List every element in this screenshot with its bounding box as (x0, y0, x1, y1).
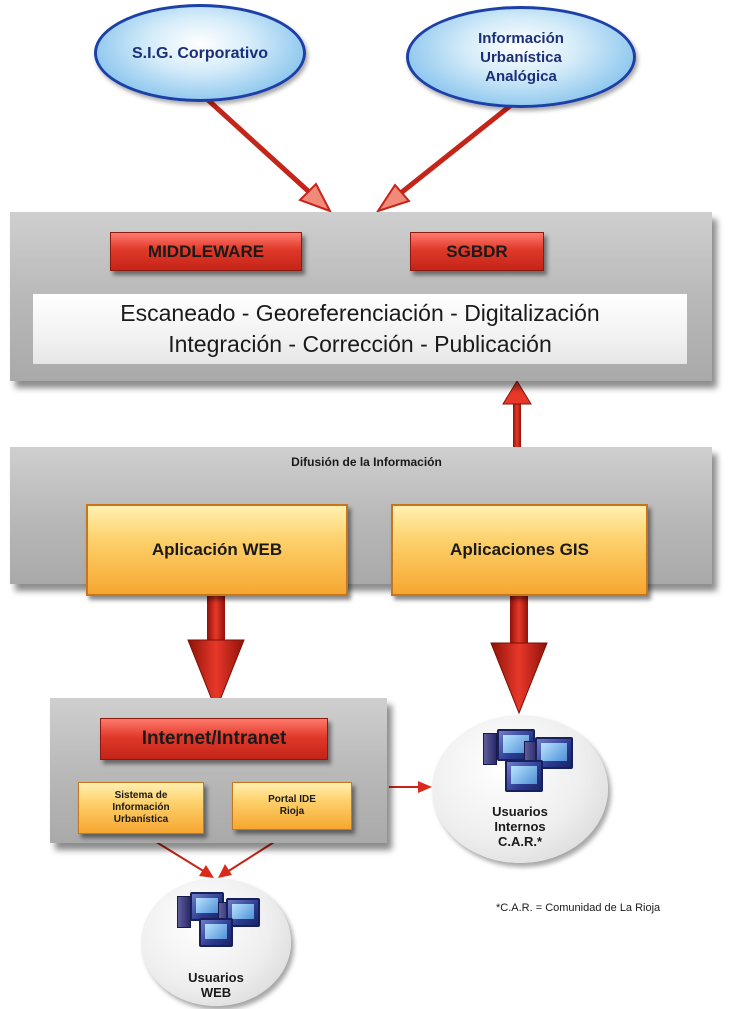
web-application-label: Aplicación WEB (151, 540, 283, 559)
sgbdr-box: SGBDR (410, 232, 544, 271)
web-users-label: Usuarios WEB (166, 970, 266, 1000)
middleware-box: MIDDLEWARE (110, 232, 302, 271)
process-steps-bar: Escaneado - Georeferenciación - Digitali… (33, 294, 687, 364)
arrow-gis-to-internal-users (490, 586, 548, 715)
siu-line: Información (112, 802, 170, 813)
process-steps-line-2: Integración - Corrección - Publicación (168, 331, 552, 357)
middleware-label: MIDDLEWARE (147, 241, 265, 261)
internet-intranet-label: Internet/Intranet (141, 728, 287, 749)
siu-box: Sistema de Información Urbanística (78, 782, 204, 834)
sgbdr-label: SGBDR (446, 241, 508, 261)
source-informacion-urbanistica: Información Urbanística Analógica (406, 6, 636, 108)
portal-ide-line: Portal IDE (268, 794, 316, 805)
arrow-analog-to-process (375, 96, 522, 213)
source-analog-line: Urbanística (480, 48, 562, 66)
portal-ide-box: Portal IDE Rioja (232, 782, 352, 830)
internal-users-label: Usuarios Internos C.A.R.* (470, 804, 570, 849)
web-application-box: Aplicación WEB (86, 504, 348, 596)
siu-line: Urbanística (113, 814, 169, 825)
portal-ide-label: Portal IDE Rioja (268, 794, 316, 818)
web-users-line: WEB (200, 985, 232, 1000)
gis-applications-label: Aplicaciones GIS (450, 540, 589, 559)
arrow-web-to-internet (187, 586, 245, 712)
internal-users-line: Usuarios (492, 804, 548, 819)
siu-label: Sistema de Información Urbanística (112, 790, 169, 826)
internet-intranet-box: Internet/Intranet (100, 718, 328, 760)
source-sig-corporativo: S.I.G. Corporativo (94, 4, 306, 102)
web-users-line: Usuarios (188, 970, 244, 985)
internal-users-line: C.A.R.* (497, 834, 543, 849)
source-analog-line: Información (478, 29, 564, 47)
arrow-sig-to-process (195, 88, 333, 213)
gis-applications-box: Aplicaciones GIS (391, 504, 648, 596)
arrow-network-to-internal-users (389, 781, 432, 793)
source-sig-label: S.I.G. Corporativo (131, 44, 268, 62)
footnote: *C.A.R. = Comunidad de La Rioja (496, 902, 661, 914)
diffusion-title: Difusión de la Información (291, 455, 442, 469)
siu-line: Sistema de (114, 790, 168, 801)
source-analog-line: Analógica (485, 67, 557, 85)
process-steps-line-1: Escaneado - Georeferenciación - Digitali… (120, 300, 600, 326)
portal-ide-line: Rioja (279, 806, 305, 817)
internal-users-line: Internos (494, 819, 546, 834)
source-analog-label: Información Urbanística Analógica (478, 29, 564, 86)
